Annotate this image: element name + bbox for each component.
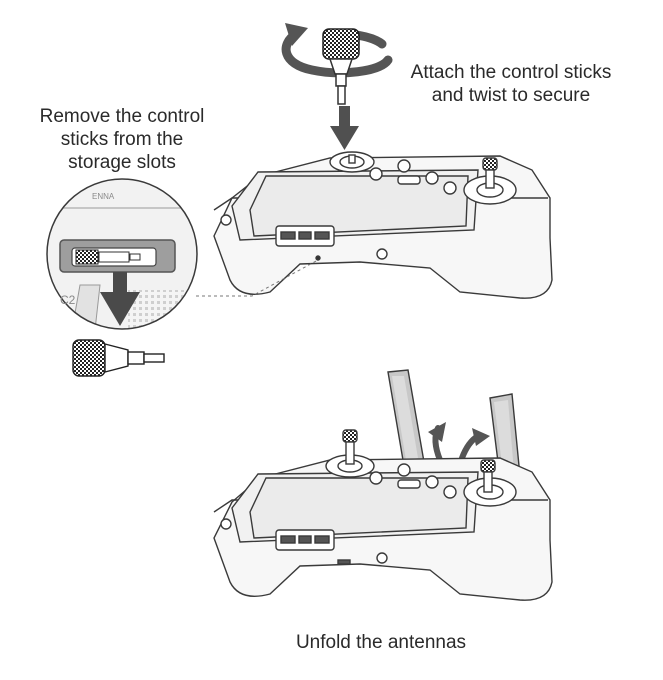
caption-line: Attach the control sticks <box>410 62 612 83</box>
inset-label-c2: C2 <box>60 293 76 307</box>
attach-sticks-caption: Attach the control sticks and twist to s… <box>393 61 629 107</box>
caption-line: Unfold the antennas <box>295 632 467 653</box>
curved-arrow-head <box>428 422 446 442</box>
inset-label-antenna: ENNA <box>92 192 115 201</box>
unfold-antennas-caption: Unfold the antennas <box>256 631 506 654</box>
down-arrow-icon <box>330 106 359 150</box>
stick-attach-illustration <box>281 23 393 150</box>
down-arrow-icon <box>100 272 140 326</box>
caption-line: sticks from the <box>60 129 184 150</box>
caption-line: storage slots <box>68 152 176 173</box>
caption-line: and twist to secure <box>431 85 591 106</box>
storage-slot-zoom-inset: ENNA C2 <box>46 178 319 330</box>
antennas <box>387 369 521 479</box>
caption-line: Remove the control <box>39 106 205 127</box>
remote-controller-top <box>213 151 553 299</box>
removed-control-stick <box>72 339 165 377</box>
remote-controller-bottom <box>213 429 553 601</box>
curved-arrow-head <box>472 428 490 446</box>
remove-sticks-caption: Remove the control sticks from the stora… <box>22 105 222 174</box>
